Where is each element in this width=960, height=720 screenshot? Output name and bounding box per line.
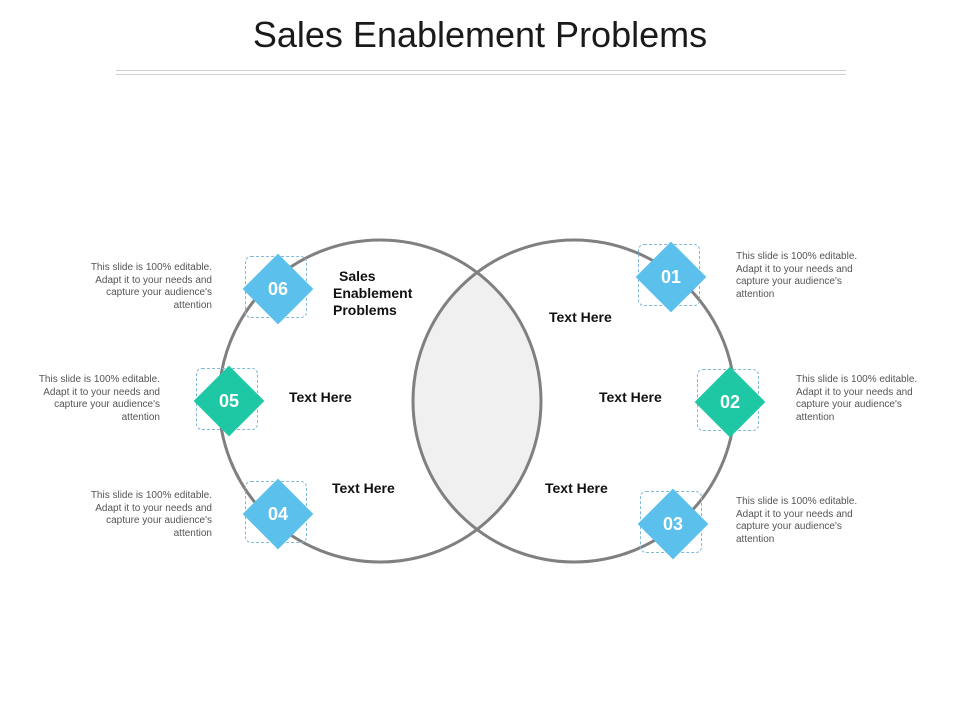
badge-number: 06: [267, 279, 289, 299]
label-right-mid: Text Here: [599, 389, 662, 405]
badge-04: 04: [242, 478, 314, 550]
badge-number: 05: [218, 391, 240, 411]
label-right-top: Text Here: [549, 309, 612, 325]
title-divider-bottom: [116, 74, 846, 75]
badge-06: 06: [242, 253, 314, 325]
label-left-mid: Text Here: [289, 389, 352, 405]
description-03: This slide is 100% editable. Adapt it to…: [736, 496, 858, 545]
description-04: This slide is 100% editable. Adapt it to…: [90, 490, 212, 539]
badge-number: 02: [719, 392, 741, 412]
description-02: This slide is 100% editable. Adapt it to…: [796, 374, 918, 423]
slide-title: Sales Enablement Problems: [252, 14, 708, 55]
badge-03: 03: [637, 488, 709, 560]
badge-01: 01: [635, 241, 707, 313]
badge-05: 05: [193, 365, 265, 437]
overlap-region: [413, 240, 541, 562]
center-title: Sales Enablement Problems: [333, 268, 412, 319]
label-right-bottom: Text Here: [545, 480, 608, 496]
title-divider-top: [116, 70, 846, 71]
center-title-line-1: Sales: [339, 268, 376, 284]
description-05: This slide is 100% editable. Adapt it to…: [38, 374, 160, 423]
label-left-bottom: Text Here: [332, 480, 395, 496]
badge-number: 04: [267, 504, 289, 524]
center-title-line-3: Problems: [333, 302, 397, 318]
badge-number: 01: [660, 267, 682, 287]
badge-number: 03: [662, 514, 684, 534]
description-01: This slide is 100% editable. Adapt it to…: [736, 251, 858, 300]
center-title-line-2: Enablement: [333, 285, 413, 301]
description-06: This slide is 100% editable. Adapt it to…: [90, 262, 212, 311]
badge-02: 02: [694, 366, 766, 438]
